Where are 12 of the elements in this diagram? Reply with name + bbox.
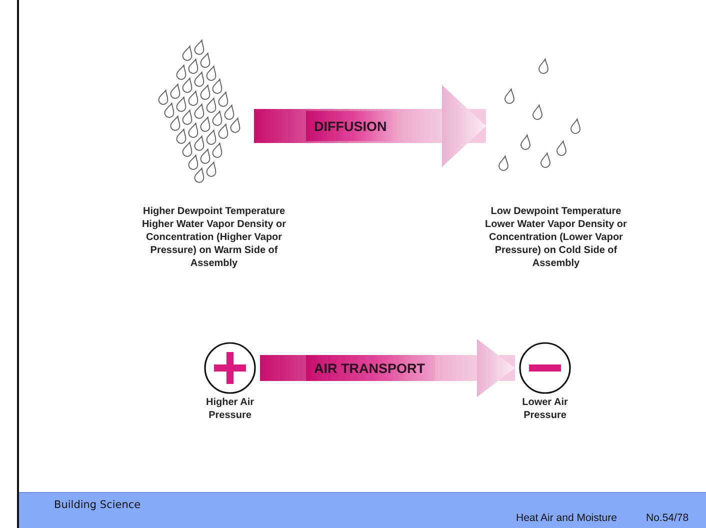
caption-text: Low Dewpoint Temperature Lower Water Vapor Density or Concentration (Lower Vapor Pressure) on Cold Side of Assembly	[484, 205, 628, 270]
diffusion-arrow	[254, 85, 486, 167]
edge-label: AIR TRANSPORT	[306, 355, 435, 381]
caption-text: Higher Air Pressure	[205, 396, 255, 422]
edge-label: DIFFUSION	[306, 111, 397, 141]
caption-text: Lower Air Pressure	[521, 396, 569, 422]
caption-text: Higher Dewpoint Temperature Higher Water Vapor Density or Concentration (Higher Vapor Pressure) on Warm Side of Assembly	[140, 205, 288, 270]
footer-subtitle: Heat Air and Moisture	[516, 512, 617, 524]
footer-title: Building Science	[54, 499, 141, 511]
pressure-circle	[519, 342, 571, 394]
pressure-circle	[204, 342, 256, 394]
page-number: No.54/78	[646, 512, 689, 524]
